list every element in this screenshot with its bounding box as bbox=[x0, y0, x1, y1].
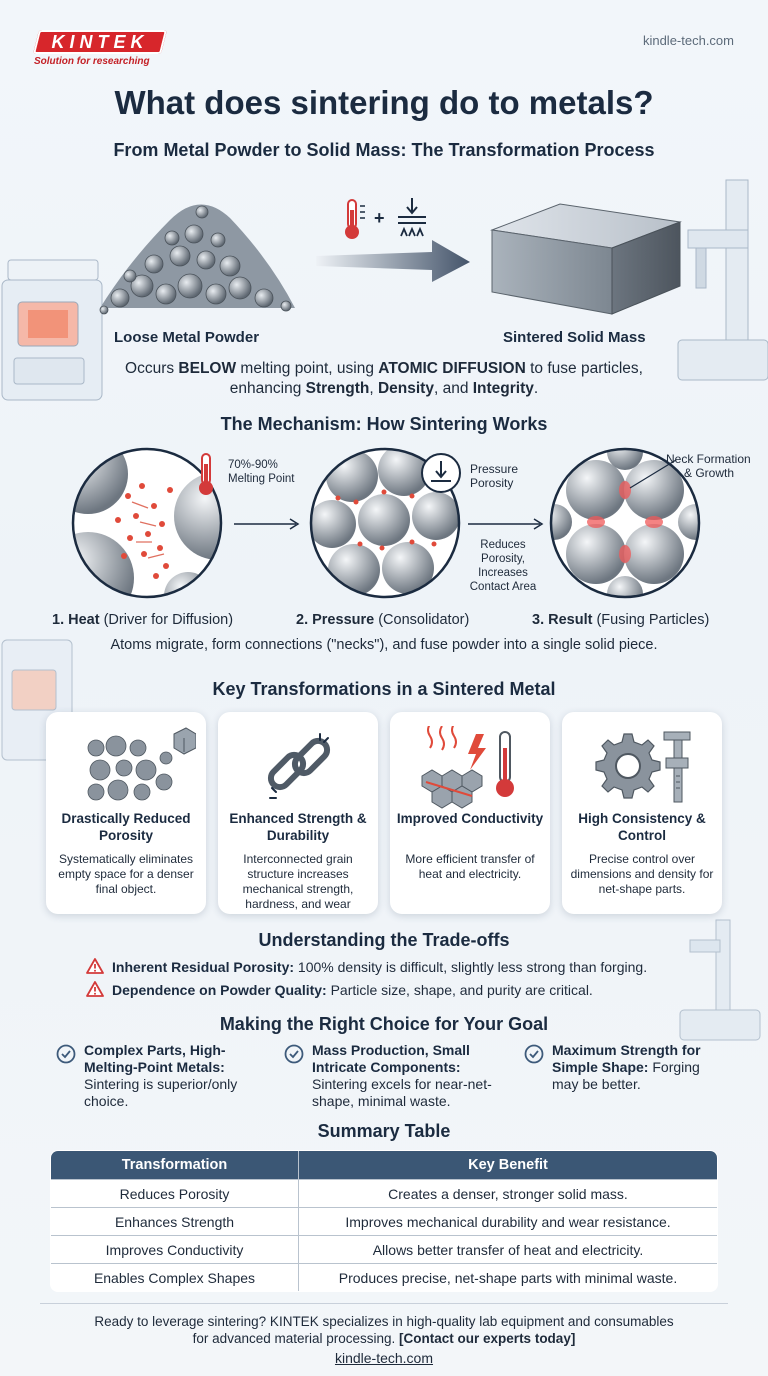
card-porosity-title: Drastically Reduced Porosity bbox=[61, 811, 191, 843]
card-porosity: Drastically Reduced Porosity Systematica… bbox=[46, 712, 206, 914]
porosity-icon bbox=[87, 727, 196, 801]
card-strength: Enhanced Strength & Durability Interconn… bbox=[218, 712, 378, 914]
plus-sign: + bbox=[374, 208, 385, 228]
tradeoff-porosity: Inherent Residual Porosity: 100% density… bbox=[112, 959, 648, 975]
check-icon bbox=[56, 1044, 76, 1064]
summary-table: Transformation Key Benefit Reduces Poros… bbox=[50, 1150, 718, 1292]
warning-icon bbox=[86, 981, 104, 997]
card-conductivity-title: Improved Conductivity bbox=[396, 811, 544, 826]
heat-diagram bbox=[71, 447, 223, 599]
pressure-diagram bbox=[309, 447, 461, 599]
mechanism-summary: Atoms migrate, form connections ("necks"… bbox=[110, 637, 658, 653]
neck-formation-note: Neck Formation& Growth bbox=[666, 452, 751, 480]
key-transformations-heading: Key Transformations in a Sintered Metal bbox=[212, 679, 556, 699]
conductivity-icon bbox=[421, 726, 514, 809]
choice-heading: Making the Right Choice for Your Goal bbox=[219, 1014, 549, 1034]
loose-powder-label: Loose Metal Powder bbox=[114, 329, 260, 346]
process-arrow bbox=[316, 240, 470, 282]
table-header-benefit: Key Benefit bbox=[298, 1151, 717, 1180]
transformation-heading: From Metal Powder to Solid Mass: The Tra… bbox=[113, 140, 655, 160]
table-header-transformation: Transformation bbox=[51, 1151, 299, 1180]
pressure-icon bbox=[398, 198, 426, 237]
mechanism-heading: The Mechanism: How Sintering Works bbox=[220, 414, 548, 434]
step-pressure-label: 2. Pressure (Consolidator) bbox=[296, 612, 470, 628]
card-strength-body: Interconnected grain structure increases… bbox=[242, 852, 354, 911]
step-heat-label: 1. Heat (Driver for Diffusion) bbox=[52, 612, 234, 628]
tradeoffs-heading: Understanding the Trade-offs bbox=[258, 930, 510, 950]
choice-mass-production: Mass Production, Small Intricate Compone… bbox=[312, 1042, 492, 1109]
summary-table-heading: Summary Table bbox=[317, 1121, 451, 1141]
gear-caliper-icon bbox=[595, 731, 691, 803]
sintered-mass-label: Sintered Solid Mass bbox=[503, 329, 646, 346]
page-title: What does sintering do to metals? bbox=[114, 84, 654, 121]
card-consistency-title: High Consistency & Control bbox=[578, 811, 706, 843]
contact-link[interactable]: [Contact our experts today] bbox=[399, 1331, 576, 1346]
card-porosity-body: Systematically eliminates empty space fo… bbox=[58, 852, 194, 896]
process-description: Occurs BELOW melting point, using ATOMIC… bbox=[125, 360, 643, 397]
pressure-to-result-arrow bbox=[468, 518, 544, 530]
card-consistency: High Consistency & Control Precise contr… bbox=[562, 712, 722, 914]
card-strength-title: Enhanced Strength & Durability bbox=[229, 811, 367, 843]
step-result-label: 3. Result (Fusing Particles) bbox=[532, 612, 710, 628]
choice-max-strength: Maximum Strength for Simple Shape: Forgi… bbox=[552, 1042, 701, 1092]
press-illustration bbox=[677, 179, 768, 381]
thermometer-icon bbox=[345, 199, 365, 239]
footer-site-link[interactable]: kindle-tech.com bbox=[334, 1350, 434, 1366]
microscope-illustration bbox=[679, 919, 761, 1041]
footer-divider bbox=[40, 1303, 728, 1304]
site-link-top[interactable]: kindle-tech.com bbox=[642, 33, 734, 48]
metal-powder-pile bbox=[99, 204, 295, 315]
logo-tagline: Solution for researching bbox=[34, 56, 150, 67]
heat-thermometer-icon bbox=[199, 453, 213, 495]
pressure-gauge-icon bbox=[421, 453, 461, 493]
lab-machine-illustration bbox=[1, 259, 103, 401]
card-conductivity-body: More efficient transfer of heat and elec… bbox=[405, 852, 535, 881]
check-icon bbox=[284, 1044, 304, 1064]
choice-complex-parts: Complex Parts, High-Melting-Point Metals… bbox=[84, 1042, 238, 1109]
tradeoff-powder-quality: Dependence on Powder Quality: Particle s… bbox=[112, 982, 593, 998]
heat-to-pressure-arrow bbox=[234, 518, 300, 530]
melting-point-note: 70%-90%Melting Point bbox=[228, 459, 295, 485]
sintered-solid-block bbox=[490, 203, 682, 315]
card-conductivity: Improved Conductivity More efficient tra… bbox=[390, 712, 550, 914]
chain-link-icon bbox=[267, 733, 331, 799]
result-diagram bbox=[549, 447, 701, 599]
logo-text: KINTEK bbox=[51, 32, 149, 52]
card-consistency-body: Precise control over dimensions and dens… bbox=[570, 852, 714, 896]
check-icon bbox=[524, 1044, 544, 1064]
warning-icon bbox=[86, 958, 104, 974]
footer-text: Ready to leverage sintering? KINTEK spec… bbox=[94, 1314, 674, 1346]
